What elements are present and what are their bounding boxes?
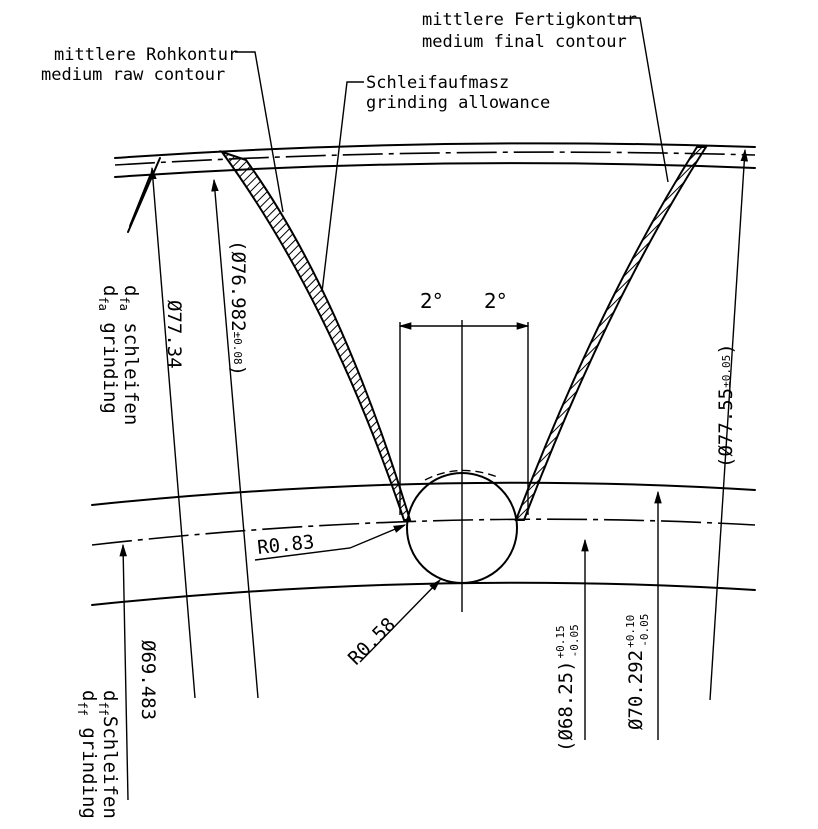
svg-text:Ø70.292+0.10-0.05: Ø70.292+0.10-0.05 xyxy=(624,614,651,730)
dim-line-77-34 xyxy=(149,166,196,699)
dff-grinding-text: dff grinding xyxy=(75,690,100,819)
svg-text:(Ø77.55±0.05): (Ø77.55±0.05) xyxy=(715,343,737,468)
angle-dimension: 2° 2° xyxy=(398,289,530,515)
svg-text:medium raw contour: medium raw contour xyxy=(41,65,225,85)
svg-text:Schleifaufmasz: Schleifaufmasz xyxy=(366,73,509,93)
svg-text:dff grinding: dff grinding xyxy=(75,690,100,819)
svg-text:(Ø76.982±0.08): (Ø76.982±0.08) xyxy=(227,240,249,376)
svg-text:R0.58: R0.58 xyxy=(344,614,400,670)
dff-schleifen-text: dffSchleifen xyxy=(96,690,121,819)
svg-text:mittlere Rohkontur: mittlere Rohkontur xyxy=(54,45,238,65)
dim-line-76-982 xyxy=(211,178,259,699)
dfa-schleifen-text: dfa schleifen xyxy=(117,285,142,425)
svg-text:R0.83: R0.83 xyxy=(256,531,315,559)
svg-text:dfa grinding: dfa grinding xyxy=(96,285,121,414)
dim-68-25-text: (Ø68.25)+0.15-0.05 xyxy=(554,624,581,752)
dfa-grinding-text: dfa grinding xyxy=(96,285,121,414)
dim-77-34-text: Ø77.34 xyxy=(163,300,185,369)
dim-69-483-text: Ø69.483 xyxy=(137,640,159,720)
left-tooth-flank-stub-2 xyxy=(129,175,151,227)
ball-dashed-arc xyxy=(424,469,501,481)
left-grinding-allowance xyxy=(219,150,412,521)
svg-text:dfa schleifen: dfa schleifen xyxy=(117,285,142,425)
angle-left-label: 2° xyxy=(420,289,443,313)
label-grinding-allowance: Schleifaufmasz grinding allowance xyxy=(321,73,550,293)
root-circle-lines xyxy=(91,481,756,606)
dim-line-69-483 xyxy=(119,543,129,801)
tip-circle-lines xyxy=(114,142,756,178)
svg-text:Ø69.483: Ø69.483 xyxy=(137,640,159,720)
dim-line-77-55 xyxy=(709,148,749,701)
dim-77-55-text: (Ø77.55±0.05) xyxy=(715,343,737,468)
label-final-contour: mittlere Fertigkontur medium final conto… xyxy=(422,10,669,183)
svg-text:dffSchleifen: dffSchleifen xyxy=(96,690,121,819)
right-grinding-allowance xyxy=(514,146,708,521)
radius-r058: R0.58 xyxy=(344,579,441,670)
svg-text:grinding allowance: grinding allowance xyxy=(366,93,550,113)
radius-r083: R0.83 xyxy=(254,524,407,561)
svg-text:(Ø68.25)+0.15-0.05: (Ø68.25)+0.15-0.05 xyxy=(554,624,581,752)
svg-text:Ø77.34: Ø77.34 xyxy=(163,300,185,369)
angle-right-label: 2° xyxy=(484,289,507,313)
label-raw-contour: mittlere Rohkontur medium raw contour xyxy=(41,45,284,213)
dim-70-292-text: Ø70.292+0.10-0.05 xyxy=(624,614,651,730)
svg-text:medium final contour: medium final contour xyxy=(422,32,627,52)
svg-text:mittlere Fertigkontur: mittlere Fertigkontur xyxy=(422,10,637,30)
dim-76-982-text: (Ø76.982±0.08) xyxy=(227,240,249,376)
